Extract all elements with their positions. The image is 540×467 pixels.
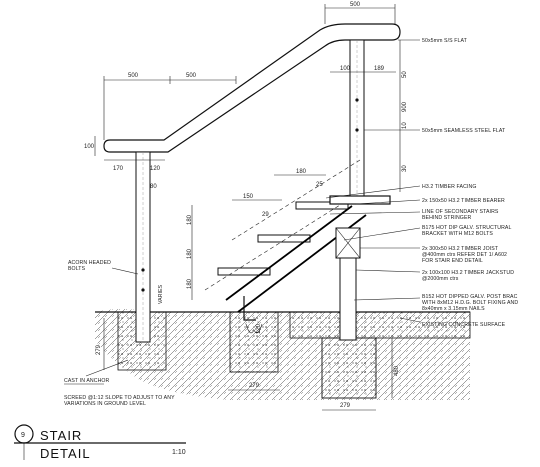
- right-post: [349, 39, 365, 199]
- svg-text:279: 279: [249, 383, 260, 389]
- label-joist: 2x 300x50 H3.2 TIMBER JOIST@400mm ctrs R…: [422, 246, 507, 264]
- label-concrete-surface: EXISTING CONCRETE SURFACE: [422, 322, 506, 328]
- leaders-right: [325, 39, 421, 323]
- svg-text:50: 50: [402, 71, 408, 78]
- svg-text:279: 279: [96, 344, 102, 355]
- svg-text:900: 900: [402, 101, 408, 112]
- label-flat-5050: 50x5mm S/S FLAT: [422, 38, 468, 44]
- label-flat-seamless: 50x5mm SEAMLESS STEEL FLAT: [422, 128, 506, 134]
- svg-text:150: 150: [243, 194, 254, 200]
- svg-text:500: 500: [128, 73, 139, 79]
- dim-170-120: 170 120 80: [104, 159, 165, 190]
- bearer-box: [335, 227, 361, 259]
- svg-text:500: 500: [350, 2, 361, 8]
- handrail: [103, 23, 401, 153]
- svg-text:500: 500: [186, 73, 197, 79]
- svg-text:279: 279: [340, 403, 351, 409]
- dim-right-vertical: 50 900 10 30: [399, 40, 408, 192]
- dim-stair-verticals: 180 180 180: [187, 205, 193, 300]
- svg-text:25: 25: [316, 182, 323, 188]
- label-varies: VARIES: [158, 284, 164, 304]
- svg-text:120: 120: [256, 323, 262, 334]
- title-stair: STAIR: [40, 428, 82, 443]
- dim-post-top: 100 189: [330, 66, 396, 73]
- left-post: [135, 151, 151, 343]
- concrete-slab: [289, 311, 471, 339]
- title-block: 9 STAIR DETAIL 1:10: [14, 424, 186, 461]
- label-cast-anchor: CAST IN ANCHOR: [64, 378, 110, 384]
- svg-text:180: 180: [296, 169, 307, 175]
- dim-left-500: 500 500: [103, 73, 237, 140]
- dim-footings: 279 279 279 480 120: [96, 318, 400, 411]
- detail-number: 9: [21, 432, 25, 439]
- drawing-scale: 1:10: [172, 449, 186, 456]
- svg-text:180: 180: [187, 248, 193, 259]
- stair-treads: [217, 195, 391, 276]
- svg-text:30: 30: [402, 165, 408, 172]
- dim-top: 500: [324, 2, 396, 24]
- svg-text:29: 29: [262, 212, 269, 218]
- svg-text:100: 100: [84, 144, 95, 150]
- dim-100-left: 100: [84, 136, 96, 156]
- post-bracket: [243, 296, 263, 334]
- svg-text:170: 170: [113, 166, 124, 172]
- svg-text:480: 480: [394, 365, 400, 376]
- label-jackstud: 2x 100x100 H3.2 TIMBER JACKSTUD@2000mm c…: [422, 270, 514, 282]
- middle-footing: [229, 311, 279, 373]
- right-footing: [321, 337, 377, 399]
- svg-text:189: 189: [374, 66, 385, 72]
- svg-text:120: 120: [150, 166, 161, 172]
- svg-text:100: 100: [340, 66, 351, 72]
- label-bearer: 2x 150x50 H3.2 TIMBER BEARER: [422, 198, 505, 204]
- dim-stair-horizontal: 150 29 180 25: [232, 169, 326, 218]
- svg-text:80: 80: [150, 184, 157, 190]
- svg-text:180: 180: [187, 278, 193, 289]
- svg-text:10: 10: [402, 122, 408, 129]
- svg-text:180: 180: [187, 214, 193, 225]
- title-detail: DETAIL: [40, 446, 91, 461]
- label-timber-facing: H3.2 TIMBER FACING: [422, 184, 476, 190]
